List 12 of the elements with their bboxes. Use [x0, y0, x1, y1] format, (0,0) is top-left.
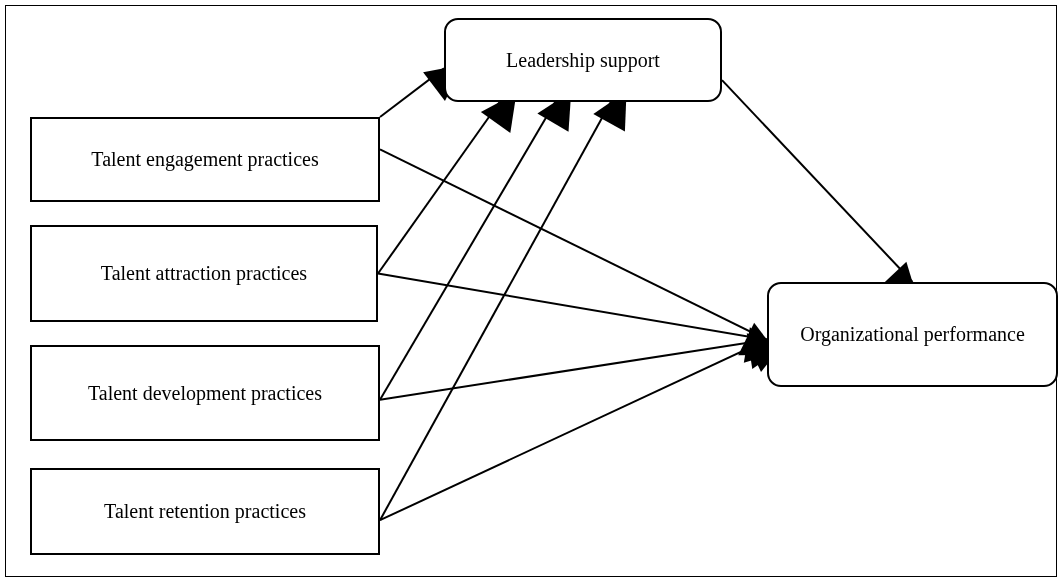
- node-label: Talent development practices: [86, 380, 324, 407]
- process-box: [30, 468, 380, 555]
- process-box: [30, 117, 380, 202]
- rounded-box: [767, 282, 1058, 387]
- node-label: Talent attraction practices: [99, 261, 309, 287]
- node-label: Talent retention practices: [103, 499, 307, 525]
- node-label: Leadership support: [505, 47, 661, 74]
- rounded-box: [444, 18, 722, 102]
- node-label: Talent engagement practices: [90, 147, 320, 173]
- node-label: Organizational performance: [799, 322, 1026, 348]
- process-box: [30, 225, 378, 322]
- process-box: [30, 345, 380, 441]
